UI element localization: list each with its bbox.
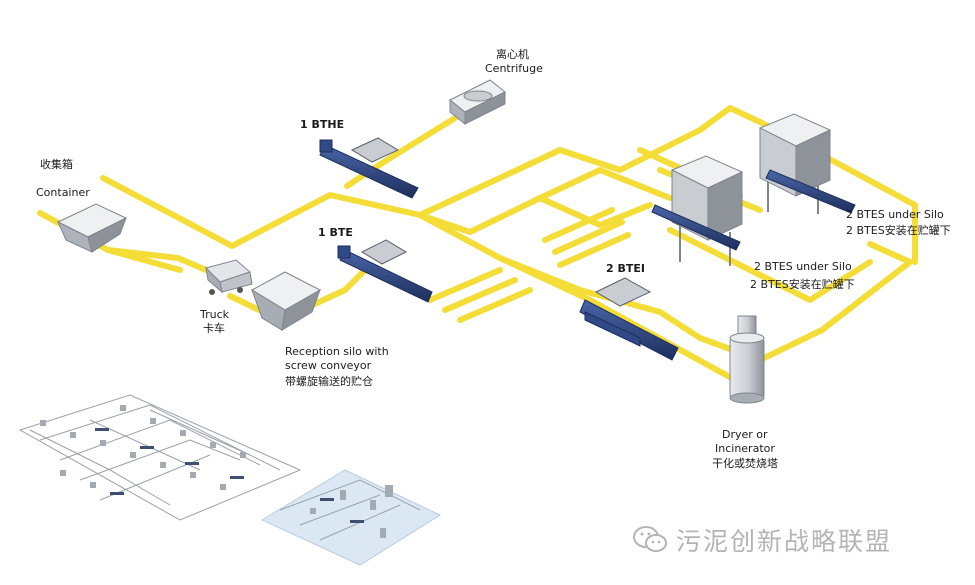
reception-silo-equipment bbox=[250, 271, 322, 331]
bte-label: 1 BTE bbox=[318, 226, 353, 239]
truck-label-cn: 卡车 bbox=[203, 322, 225, 335]
watermark-text: 污泥创新战略联盟 bbox=[676, 527, 893, 556]
centrifuge-label-cn: 离心机 bbox=[496, 48, 529, 61]
centrifuge-equipment bbox=[449, 79, 506, 126]
watermark: 污泥创新战略联盟 bbox=[632, 522, 892, 558]
dryer-label-cn: 干化或焚烧塔 bbox=[712, 457, 778, 470]
dryer-incinerator bbox=[729, 315, 765, 404]
bthe-pump bbox=[319, 137, 419, 199]
bthe-label: 1 BTHE bbox=[300, 118, 345, 131]
btei-pump bbox=[579, 277, 679, 361]
container-equipment bbox=[56, 203, 128, 253]
container-label: Container bbox=[36, 186, 90, 199]
wechat-icon bbox=[633, 526, 667, 552]
silo-lower bbox=[651, 155, 744, 266]
dryer-label-1: Dryer or bbox=[722, 428, 768, 441]
silo-upper bbox=[758, 113, 856, 214]
btes-upper-label-cn: 2 BTES安装在贮罐下 bbox=[846, 224, 951, 237]
dryer-label-2: Incinerator bbox=[715, 442, 775, 455]
container-label-cn: 收集箱 bbox=[40, 158, 73, 171]
btes-lower-label: 2 BTES under Silo bbox=[754, 260, 852, 273]
truck-label: Truck bbox=[200, 308, 230, 321]
bte-pump bbox=[337, 239, 433, 303]
reception-silo-label-2: screw conveyor bbox=[285, 359, 372, 372]
truck-equipment bbox=[205, 259, 253, 295]
reception-silo-label-cn: 带螺旋输送的贮仓 bbox=[285, 375, 373, 388]
pipe-network bbox=[37, 105, 918, 383]
inset-overview-plan bbox=[18, 394, 442, 566]
btei-label: 2 BTEI bbox=[606, 262, 645, 275]
centrifuge-label: Centrifuge bbox=[485, 62, 543, 75]
btes-lower-label-cn: 2 BTES安装在贮罐下 bbox=[750, 278, 855, 291]
btes-upper-label: 2 BTES under Silo bbox=[846, 208, 944, 221]
reception-silo-label-1: Reception silo with bbox=[285, 345, 389, 358]
